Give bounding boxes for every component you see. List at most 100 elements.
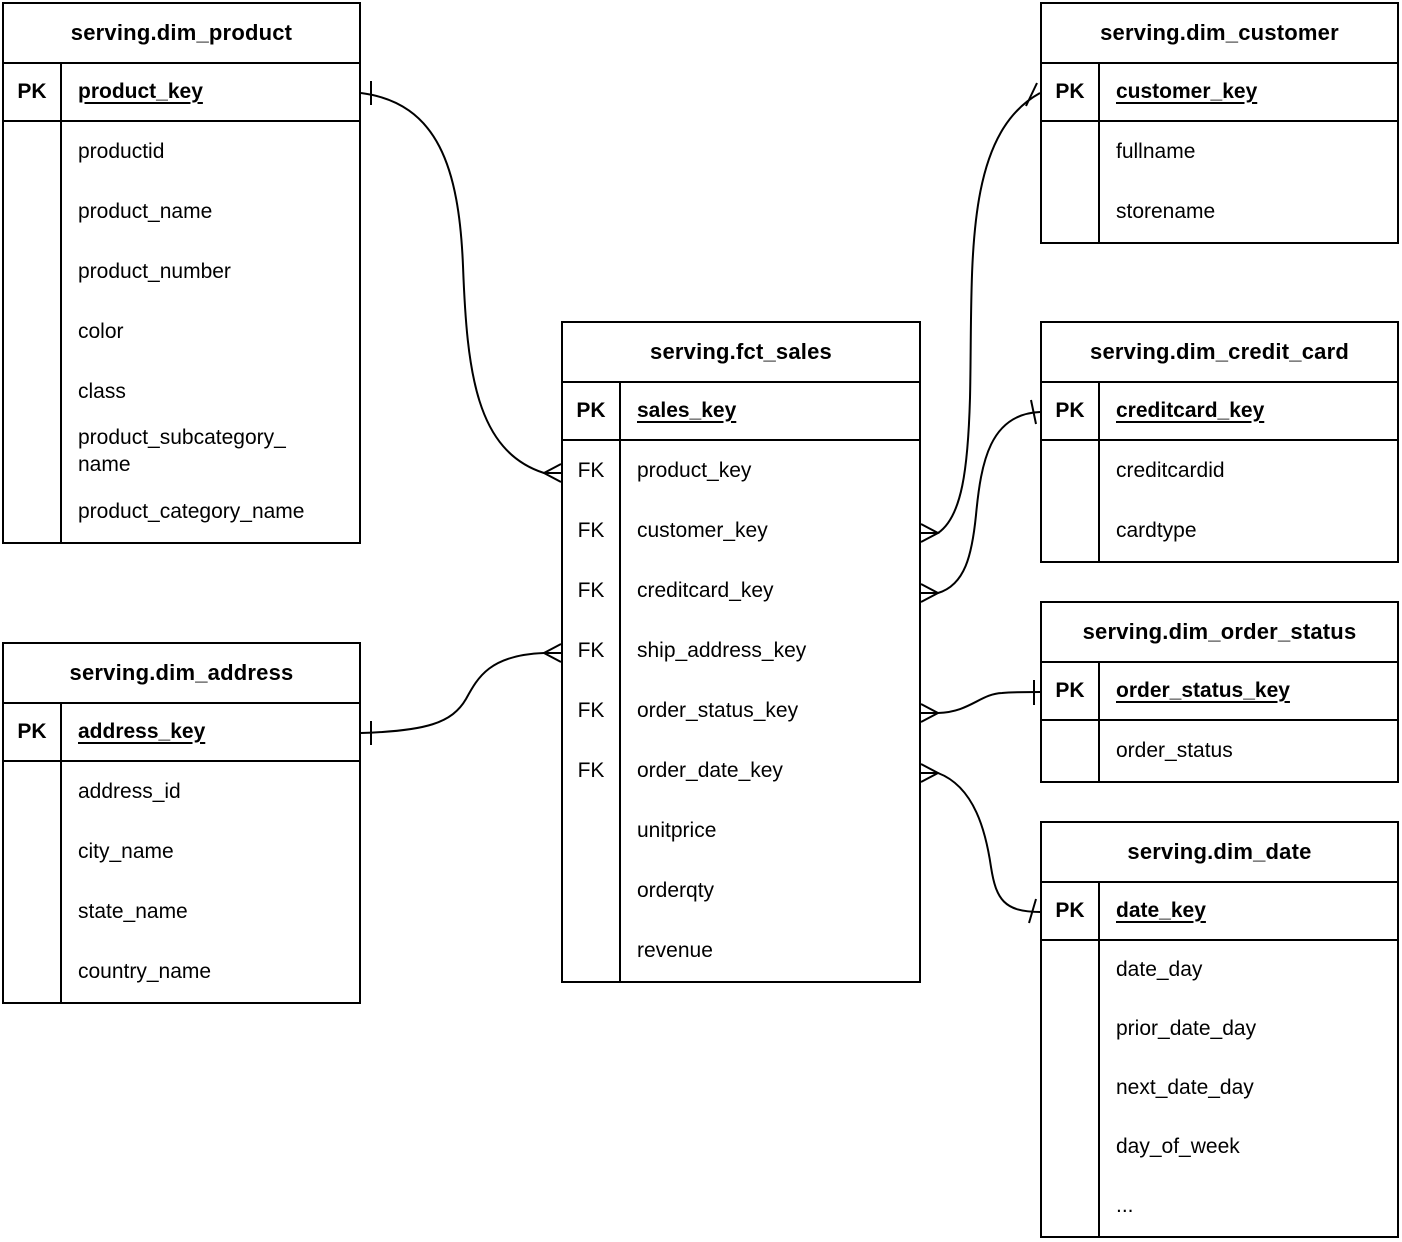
table-rows: PK product_key productid product_name pr… [4,64,359,542]
table-dim-customer: serving.dim_customer PK customer_key ful… [1040,2,1399,244]
field-name: customer_key [637,518,768,542]
table-dim-product: serving.dim_product PK product_key produ… [2,2,361,544]
table-dim-address: serving.dim_address PK address_key addre… [2,642,361,1004]
key-badge [4,822,62,882]
key-badge [4,882,62,942]
one-tick [1028,898,1037,924]
one-tick [1030,399,1037,425]
field-name: productid [78,139,165,163]
table-title: serving.dim_address [4,644,359,704]
crow-foot-icon [920,523,941,543]
pk-field: address_key [62,704,359,762]
crow-foot-icon [920,763,941,783]
edge-line [937,772,1041,913]
field-name: prior_date_day [1116,1017,1257,1041]
pk-badge: PK [563,383,621,441]
field-name: order_date_key [637,758,783,782]
table-fct-sales: serving.fct_sales PK sales_key FK produc… [561,321,921,983]
pk-badge: PK [1042,383,1100,441]
field-name: creditcard_key [637,578,774,602]
fk-badge: FK [563,561,621,621]
table-title: serving.dim_credit_card [1042,323,1397,383]
key-badge [4,422,62,482]
field-name: creditcardid [1116,458,1225,482]
crow-foot-icon [541,463,562,483]
pk-field: date_key [1100,883,1397,941]
table-rows: PK address_key address_id city_name stat… [4,704,359,1002]
table-dim-order-status: serving.dim_order_status PK order_status… [1040,601,1399,783]
edge-line [360,92,545,474]
key-badge [1042,122,1100,182]
edge-fct-sales-dim-credit-card [920,399,1041,603]
fk-badge: FK [563,501,621,561]
table-rows: PK date_key date_day prior_date_day next… [1042,883,1397,1236]
field-name: order_status_key [637,698,799,722]
key-badge [4,482,62,542]
fk-badge: FK [563,621,621,681]
key-badge [1042,1000,1100,1059]
field-name: order_status [1116,738,1233,762]
edge-fct-sales-dim-order-status [920,680,1041,723]
field-name: address_id [78,779,181,803]
table-rows: PK customer_key fullname storename [1042,64,1397,242]
edge-dim-product-fct-sales [360,81,562,483]
key-badge [4,302,62,362]
key-badge [1042,941,1100,1000]
edge-line [937,92,1041,534]
key-badge [4,942,62,1002]
edge-line [937,411,1041,594]
table-rows: PK creditcard_key creditcardid cardtype [1042,383,1397,561]
key-badge [4,122,62,182]
key-badge [1042,1059,1100,1118]
table-title: serving.dim_product [4,4,359,64]
field-name: country_name [78,959,212,983]
pk-field: product_key [62,64,359,122]
key-badge [563,861,621,921]
field-name: storename [1116,199,1216,223]
pk-badge: PK [4,704,62,762]
key-badge [1042,721,1100,781]
field-name: unitprice [637,818,717,842]
edge-fct-sales-dim-date [920,763,1041,924]
pk-field: sales_key [621,383,919,441]
field-name: city_name [78,839,174,863]
crow-foot-icon [920,703,941,723]
pk-badge: PK [4,64,62,122]
pk-field: creditcard_key [1100,383,1397,441]
edge-line [937,691,1041,714]
key-badge [1042,501,1100,561]
key-badge [1042,1177,1100,1236]
table-title: serving.dim_order_status [1042,603,1397,663]
field-name: state_name [78,899,188,923]
field-name: ship_address_key [637,638,807,662]
key-badge [4,182,62,242]
crow-foot-icon [920,583,941,603]
key-badge [1042,1118,1100,1177]
fk-badge: FK [563,441,621,501]
field-name: date_day [1116,958,1203,982]
table-title: serving.dim_date [1042,823,1397,883]
edge-line [360,652,545,734]
table-rows: PK sales_key FK product_key FK customer_… [563,383,919,981]
key-badge [4,242,62,302]
field-name: next_date_day [1116,1076,1254,1100]
pk-field: order_status_key [1100,663,1397,721]
key-badge [563,921,621,981]
edge-fct-sales-dim-customer [920,82,1041,543]
field-name: color [78,319,124,343]
pk-badge: PK [1042,883,1100,941]
table-title: serving.fct_sales [563,323,919,383]
table-rows: PK order_status_key order_status [1042,663,1397,781]
field-name: product_category_name [78,499,305,523]
edge-dim-address-fct-sales [360,643,562,745]
pk-badge: PK [1042,64,1100,122]
key-badge [4,362,62,422]
table-dim-date: serving.dim_date PK date_key date_day pr… [1040,821,1399,1238]
table-title: serving.dim_customer [1042,4,1397,64]
pk-badge: PK [1042,663,1100,721]
table-dim-credit-card: serving.dim_credit_card PK creditcard_ke… [1040,321,1399,563]
pk-field: customer_key [1100,64,1397,122]
key-badge [1042,441,1100,501]
